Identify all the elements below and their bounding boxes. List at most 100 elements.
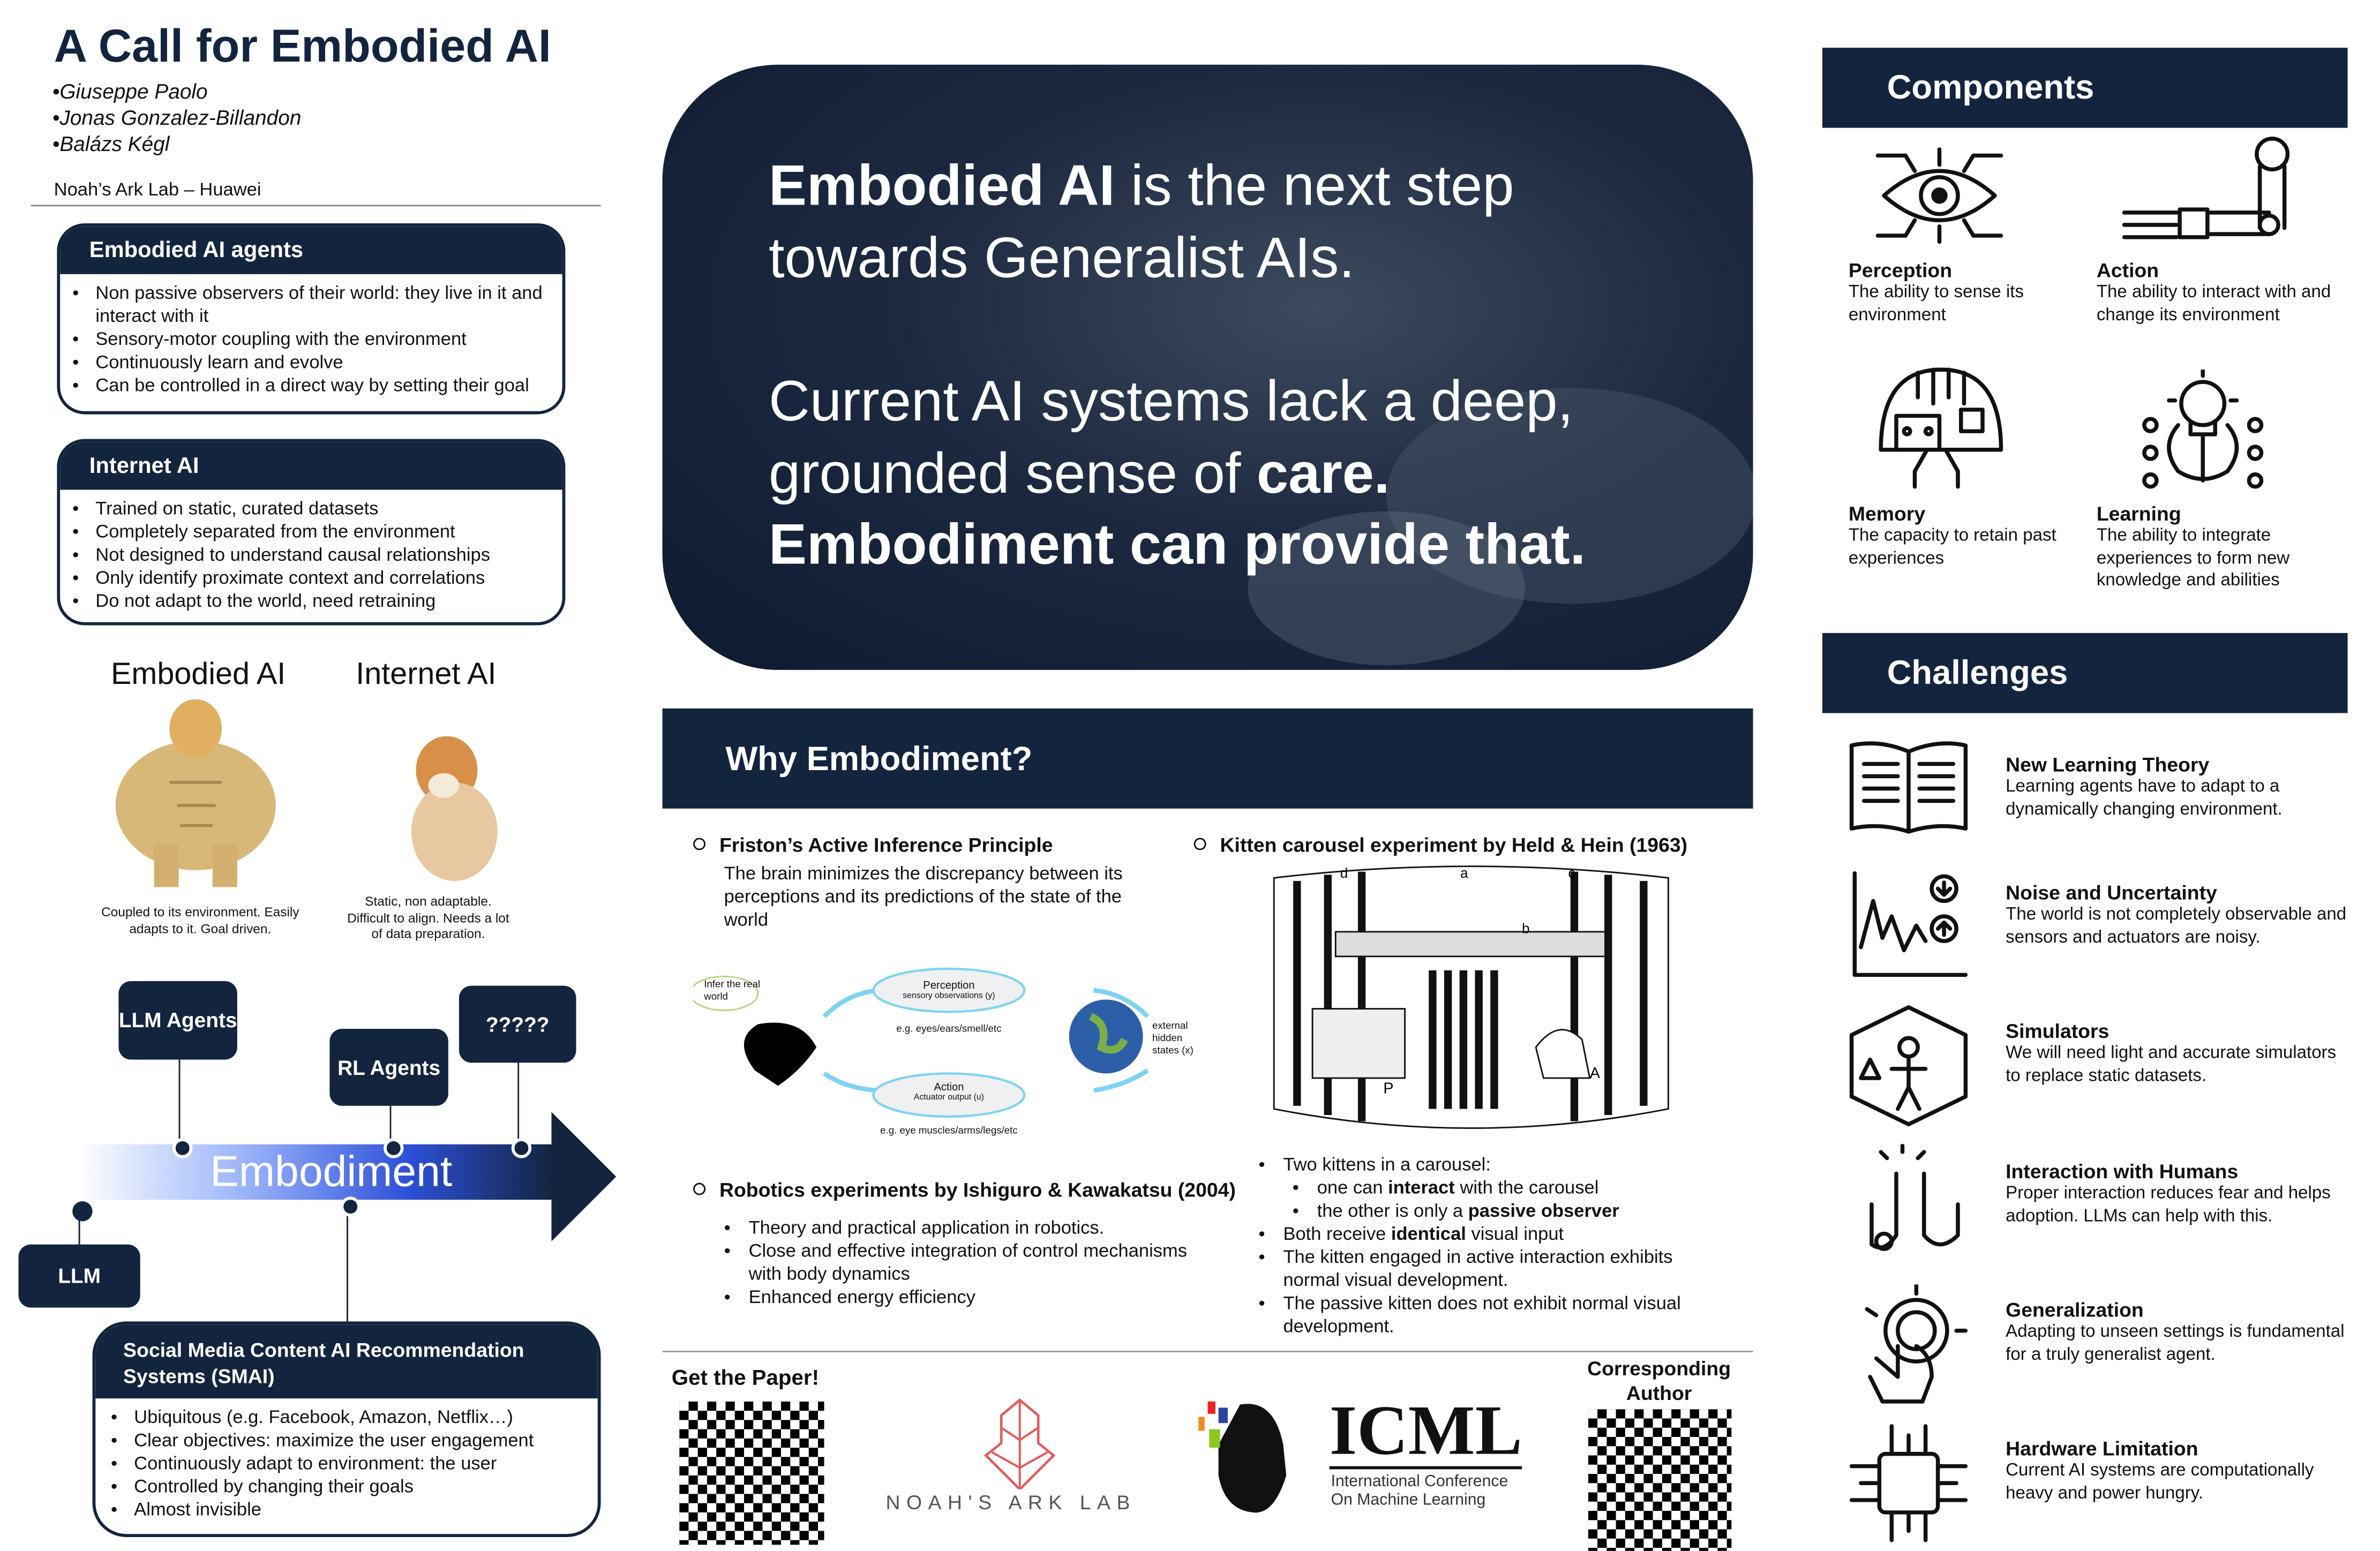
list-item: Completely separated from the environmen… <box>72 521 550 544</box>
connector <box>517 1063 520 1145</box>
connector <box>347 1202 349 1323</box>
poster-title: A Call for Embodied AI <box>54 21 551 73</box>
emphasis: interact <box>1388 1177 1455 1199</box>
internet-ai-label: Internet AI <box>356 657 497 692</box>
component-desc: The ability to interact with and change … <box>2096 283 2331 325</box>
kitten-heading: Kitten carousel experiment by Held & Hei… <box>1193 833 1687 856</box>
rl-agents-box: RL Agents <box>329 1028 448 1106</box>
list-item: Clear objectives: maximize the user enga… <box>111 1429 585 1452</box>
robot-hand-image <box>1248 388 1753 666</box>
text: International Conference <box>1331 1472 1508 1491</box>
icml-head-logo <box>1198 1401 1287 1513</box>
challenges-header: Challenges <box>1822 633 2348 713</box>
list-item: Continuously learn and evolve <box>72 351 550 374</box>
list-item: Not designed to understand causal relati… <box>72 544 550 567</box>
author: •Jonas Gonzalez-Billandon <box>52 106 302 130</box>
author: •Balázs Kégl <box>52 132 170 156</box>
text: Both receive <box>1283 1223 1391 1245</box>
list-item: Sensory-motor coupling with the environm… <box>72 328 550 351</box>
paper-qr-code[interactable] <box>679 1401 824 1545</box>
active-inference-diagram <box>693 967 1150 1118</box>
hero-emphasis: Embodied AI <box>768 154 1115 217</box>
hero-emphasis: care. <box>1256 441 1390 505</box>
why-embodiment-header: Why Embodiment? <box>662 708 1753 809</box>
hero-line: grounded sense of <box>768 441 1257 505</box>
challenge-desc: Adapting to unseen settings is fundament… <box>2006 1323 2345 1365</box>
circle-bullet-icon <box>1193 838 1206 850</box>
emphasis: identical <box>1391 1223 1466 1245</box>
text: with the carousel <box>1454 1177 1599 1199</box>
card-title: Internet AI <box>60 442 562 490</box>
text: the other is only a <box>1317 1200 1468 1222</box>
fig-label: P <box>1383 1080 1393 1097</box>
component-name: Action <box>2096 259 2159 282</box>
components-header: Components <box>1822 48 2348 128</box>
timeline-dot <box>71 1200 92 1221</box>
connector <box>78 1207 81 1245</box>
embodied-caption: Coupled to its environment. Easily adapt… <box>101 904 299 936</box>
kitten-list: Two kittens in a carousel: one can inter… <box>1258 1154 1721 1338</box>
circle-bullet-icon <box>693 838 706 850</box>
heading-text: Robotics experiments by Ishiguro & Kawak… <box>719 1178 1236 1202</box>
noahs-ark-wordmark: NOAH'S ARK LAB <box>885 1490 1136 1514</box>
open-book-icon <box>1849 741 1968 834</box>
hero-line: is the next step <box>1115 154 1514 217</box>
component-desc: The ability to sense its environment <box>1848 283 2024 325</box>
component-desc: The ability to integrate experiences to … <box>2096 526 2290 590</box>
corresponding-author-label: Corresponding Author <box>1587 1357 1731 1405</box>
challenge-name: Generalization <box>2006 1298 2144 1322</box>
list-item: Do not adapt to the world, need retraini… <box>72 590 550 613</box>
list-item: Both receive identical visual input <box>1258 1223 1721 1246</box>
component-name: Perception <box>1848 259 1953 282</box>
list-item: Non passive observers of their world: th… <box>72 282 550 328</box>
node-label: Action <box>934 1082 964 1094</box>
challenge-desc: Proper interaction reduces fear and help… <box>2006 1184 2331 1226</box>
timeline-dot <box>382 1137 403 1158</box>
hero-line: Embodiment can provide that. <box>768 513 1586 576</box>
list-item: Only identify proximate context and corr… <box>72 567 550 590</box>
unknown-box: ????? <box>459 985 576 1063</box>
noahs-ark-logo <box>984 1398 1056 1489</box>
author-qr-code[interactable] <box>1588 1409 1732 1551</box>
list-item: Close and effective integration of contr… <box>724 1240 1217 1286</box>
simulator-cube-icon <box>1849 1005 1968 1126</box>
internet-caption: Static, non adaptable. Difficult to alig… <box>347 893 509 942</box>
hand-touch-icon <box>1865 1284 1968 1404</box>
list-item: Theory and practical application in robo… <box>724 1217 1217 1240</box>
challenge-desc: Current AI systems are computationally h… <box>2006 1462 2314 1503</box>
hero-line: towards Generalist AIs. <box>768 225 1355 289</box>
text: one can <box>1317 1177 1388 1199</box>
node-sub: Actuator output (u) <box>913 1093 984 1103</box>
robotics-list: Theory and practical application in robo… <box>724 1217 1217 1309</box>
connector <box>389 1105 392 1145</box>
author: •Giuseppe Paolo <box>52 80 208 103</box>
heading-text: Friston’s Active Inference Principle <box>719 833 1053 856</box>
robotic-arm-icon <box>2122 137 2290 239</box>
component-name: Memory <box>1848 502 1926 525</box>
get-paper-label: Get the Paper! <box>671 1364 820 1389</box>
fig-label: d <box>1340 866 1348 881</box>
list-item: Two kittens in a carousel: <box>1258 1154 1721 1177</box>
timeline-dot <box>340 1195 360 1216</box>
node-sub: sensory observations (y) <box>903 991 995 1002</box>
lightbulb-brain-icon <box>2142 370 2264 489</box>
text: visual input <box>1466 1223 1564 1245</box>
friston-heading: Friston’s Active Inference Principle <box>693 833 1053 856</box>
icml-wordmark: ICML <box>1329 1390 1522 1470</box>
list-item: The passive kitten does not exhibit norm… <box>1258 1292 1721 1338</box>
list-item: The kitten engaged in active interaction… <box>1258 1246 1721 1292</box>
kitten-carousel-figure: d a c b P A <box>1273 865 1669 1129</box>
noise-signal-icon <box>1852 871 1968 977</box>
challenge-name: Interaction with Humans <box>2006 1160 2239 1183</box>
list-item: Enhanced energy efficiency <box>724 1286 1217 1309</box>
internet-ai-card: Internet AI Trained on static, curated d… <box>57 439 566 626</box>
embodiment-label: Embodiment <box>210 1147 453 1195</box>
fig-label: c <box>1568 866 1575 881</box>
divider <box>31 205 601 207</box>
